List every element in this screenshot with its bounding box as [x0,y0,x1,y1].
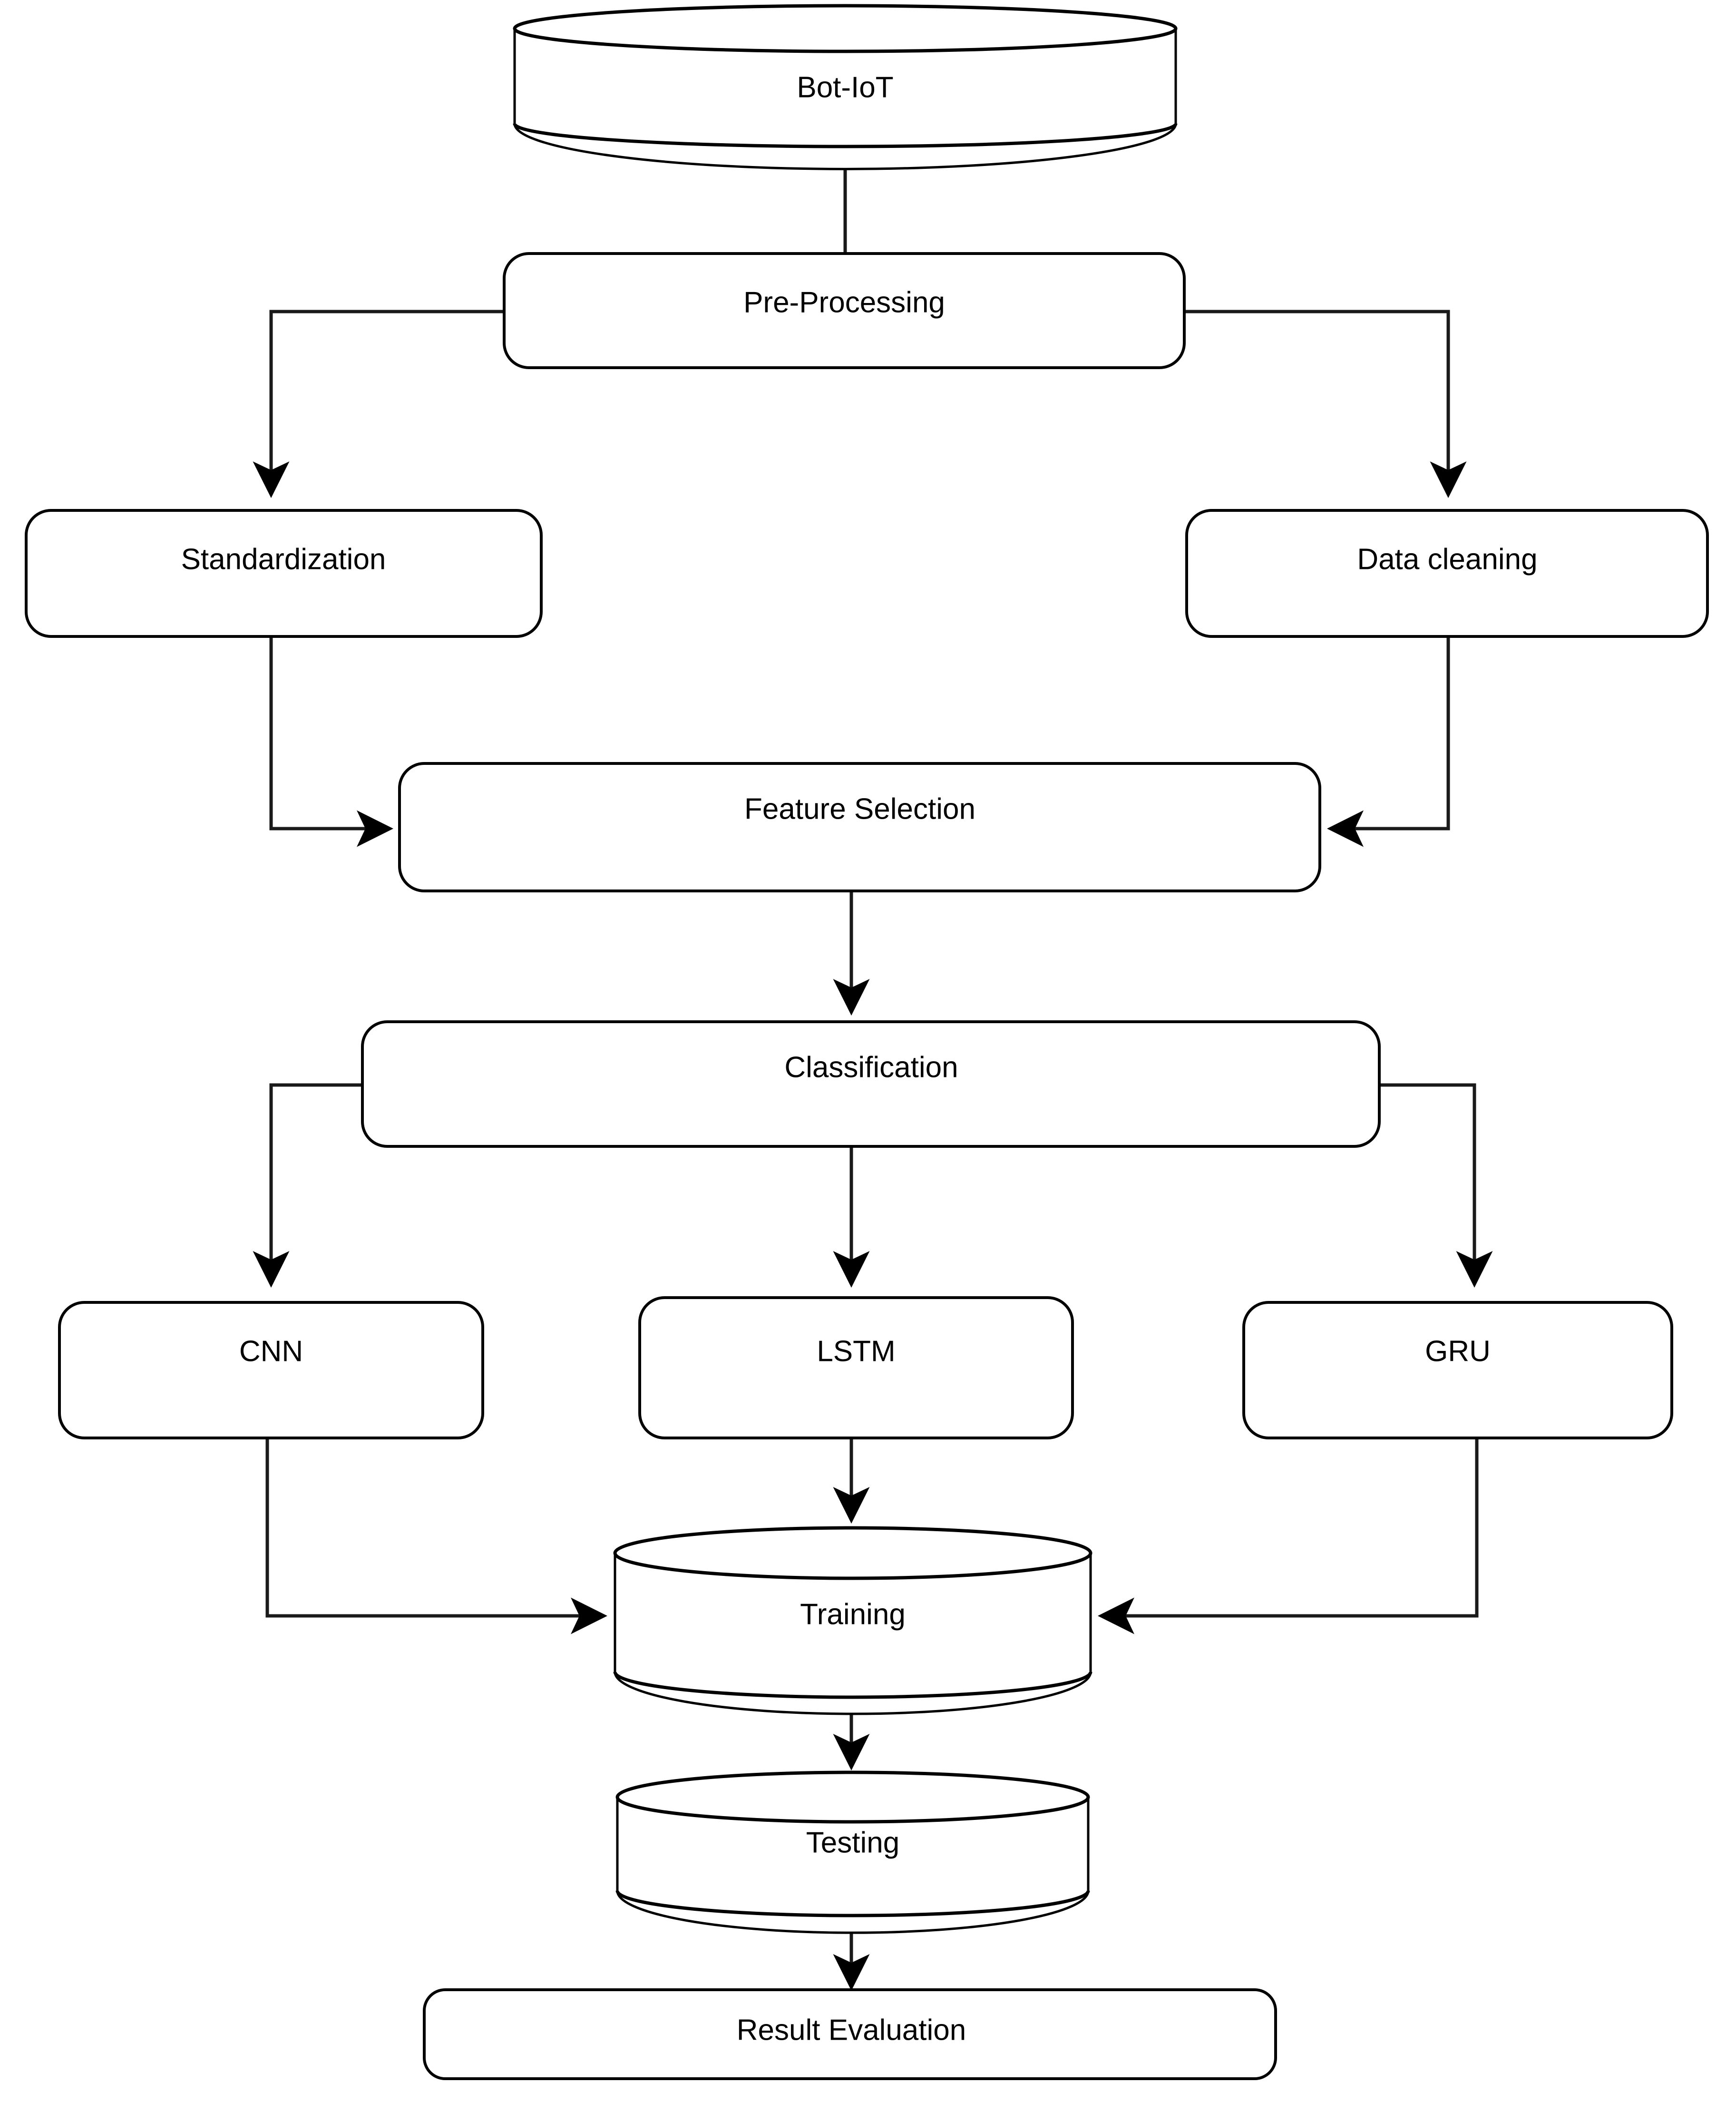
gru-box [1242,1301,1673,1439]
gru-label: GRU [1425,1335,1491,1368]
edge-classification-to-cnn [253,1083,362,1288]
node-classification[interactable]: Classification [361,1020,1381,1148]
edge-preprocessing-to-datacleaning [1184,310,1467,498]
node-dataset[interactable]: Bot-IoT [513,4,1178,170]
classification-box [361,1020,1381,1148]
training-label: Training [800,1598,906,1631]
classification-label: Classification [784,1051,958,1084]
node-feature-selection[interactable]: Feature Selection [398,762,1321,892]
edge-standardization-to-featureselection [269,636,393,847]
node-cnn[interactable]: CNN [58,1301,484,1439]
cnn-box [58,1301,484,1439]
preprocessing-label: Pre-Processing [743,286,945,319]
lstm-box [638,1296,1074,1439]
node-lstm[interactable]: LSTM [638,1296,1074,1439]
node-testing[interactable]: Testing [615,1770,1090,1934]
data-cleaning-label: Data cleaning [1357,543,1537,576]
result-evaluation-label: Result Evaluation [737,2014,966,2046]
preprocessing-box [503,252,1186,369]
edge-cnn-to-training [265,1437,607,1634]
result-evaluation-box [423,1988,1277,2080]
node-result-evaluation[interactable]: Result Evaluation [423,1988,1277,2080]
edge-datacleaning-to-featureselection [1327,636,1450,847]
training-cylinder-body [614,1552,1092,1715]
standardization-box [25,509,543,638]
edge-gru-to-training [1098,1437,1479,1634]
testing-label: Testing [806,1826,899,1859]
dataset-cylinder-body [513,27,1177,170]
training-cylinder-top [613,1526,1092,1580]
lstm-label: LSTM [817,1335,895,1368]
data-cleaning-box [1185,509,1709,638]
testing-cylinder-body [616,1796,1090,1934]
feature-selection-label: Feature Selection [744,792,975,825]
training-cylinder-bottom [613,1672,1092,1699]
edge-preprocessing-to-standardization [253,310,504,498]
node-training[interactable]: Training [613,1526,1092,1715]
standardization-label: Standardization [181,543,386,576]
dataset-cylinder-top [513,4,1178,53]
dataset-label: Bot-IoT [797,71,893,104]
cnn-label: CNN [239,1335,303,1368]
testing-cylinder-top [615,1770,1090,1824]
dataset-cylinder-bottom [513,123,1178,148]
feature-selection-box [398,762,1321,892]
node-data-cleaning[interactable]: Data cleaning [1185,509,1709,638]
testing-cylinder-bottom [615,1890,1090,1917]
node-preprocessing[interactable]: Pre-Processing [503,252,1186,369]
node-gru[interactable]: GRU [1242,1301,1673,1439]
edge-classification-to-gru [1379,1083,1493,1288]
node-standardization[interactable]: Standardization [25,509,543,638]
